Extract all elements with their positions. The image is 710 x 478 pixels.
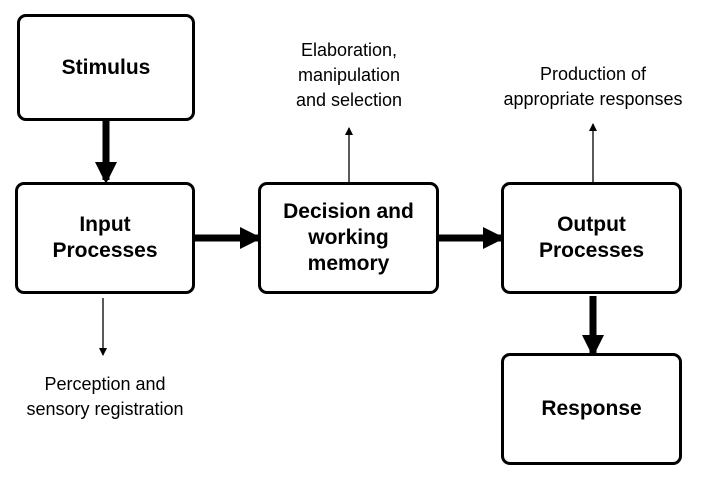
response-label: Response — [541, 397, 642, 420]
input-processes-label: Input Processes — [52, 213, 158, 262]
output-processes-box: Output Processes — [501, 182, 682, 294]
output-processes-label: Output Processes — [538, 213, 645, 262]
response-box: Response — [501, 353, 682, 465]
decision-working-memory-box: Decision and working memory — [258, 182, 439, 294]
input-processes-box: Input Processes — [15, 182, 195, 294]
perception-note: Perception and sensory registration — [26, 374, 184, 419]
stimulus-box: Stimulus — [17, 14, 195, 121]
decision-working-memory-label: Decision and working memory — [283, 200, 414, 275]
production-note: Production of appropriate responses — [503, 64, 683, 109]
stimulus-label: Stimulus — [61, 55, 151, 79]
elaboration-note: Elaboration, manipulation and selection — [295, 40, 403, 110]
